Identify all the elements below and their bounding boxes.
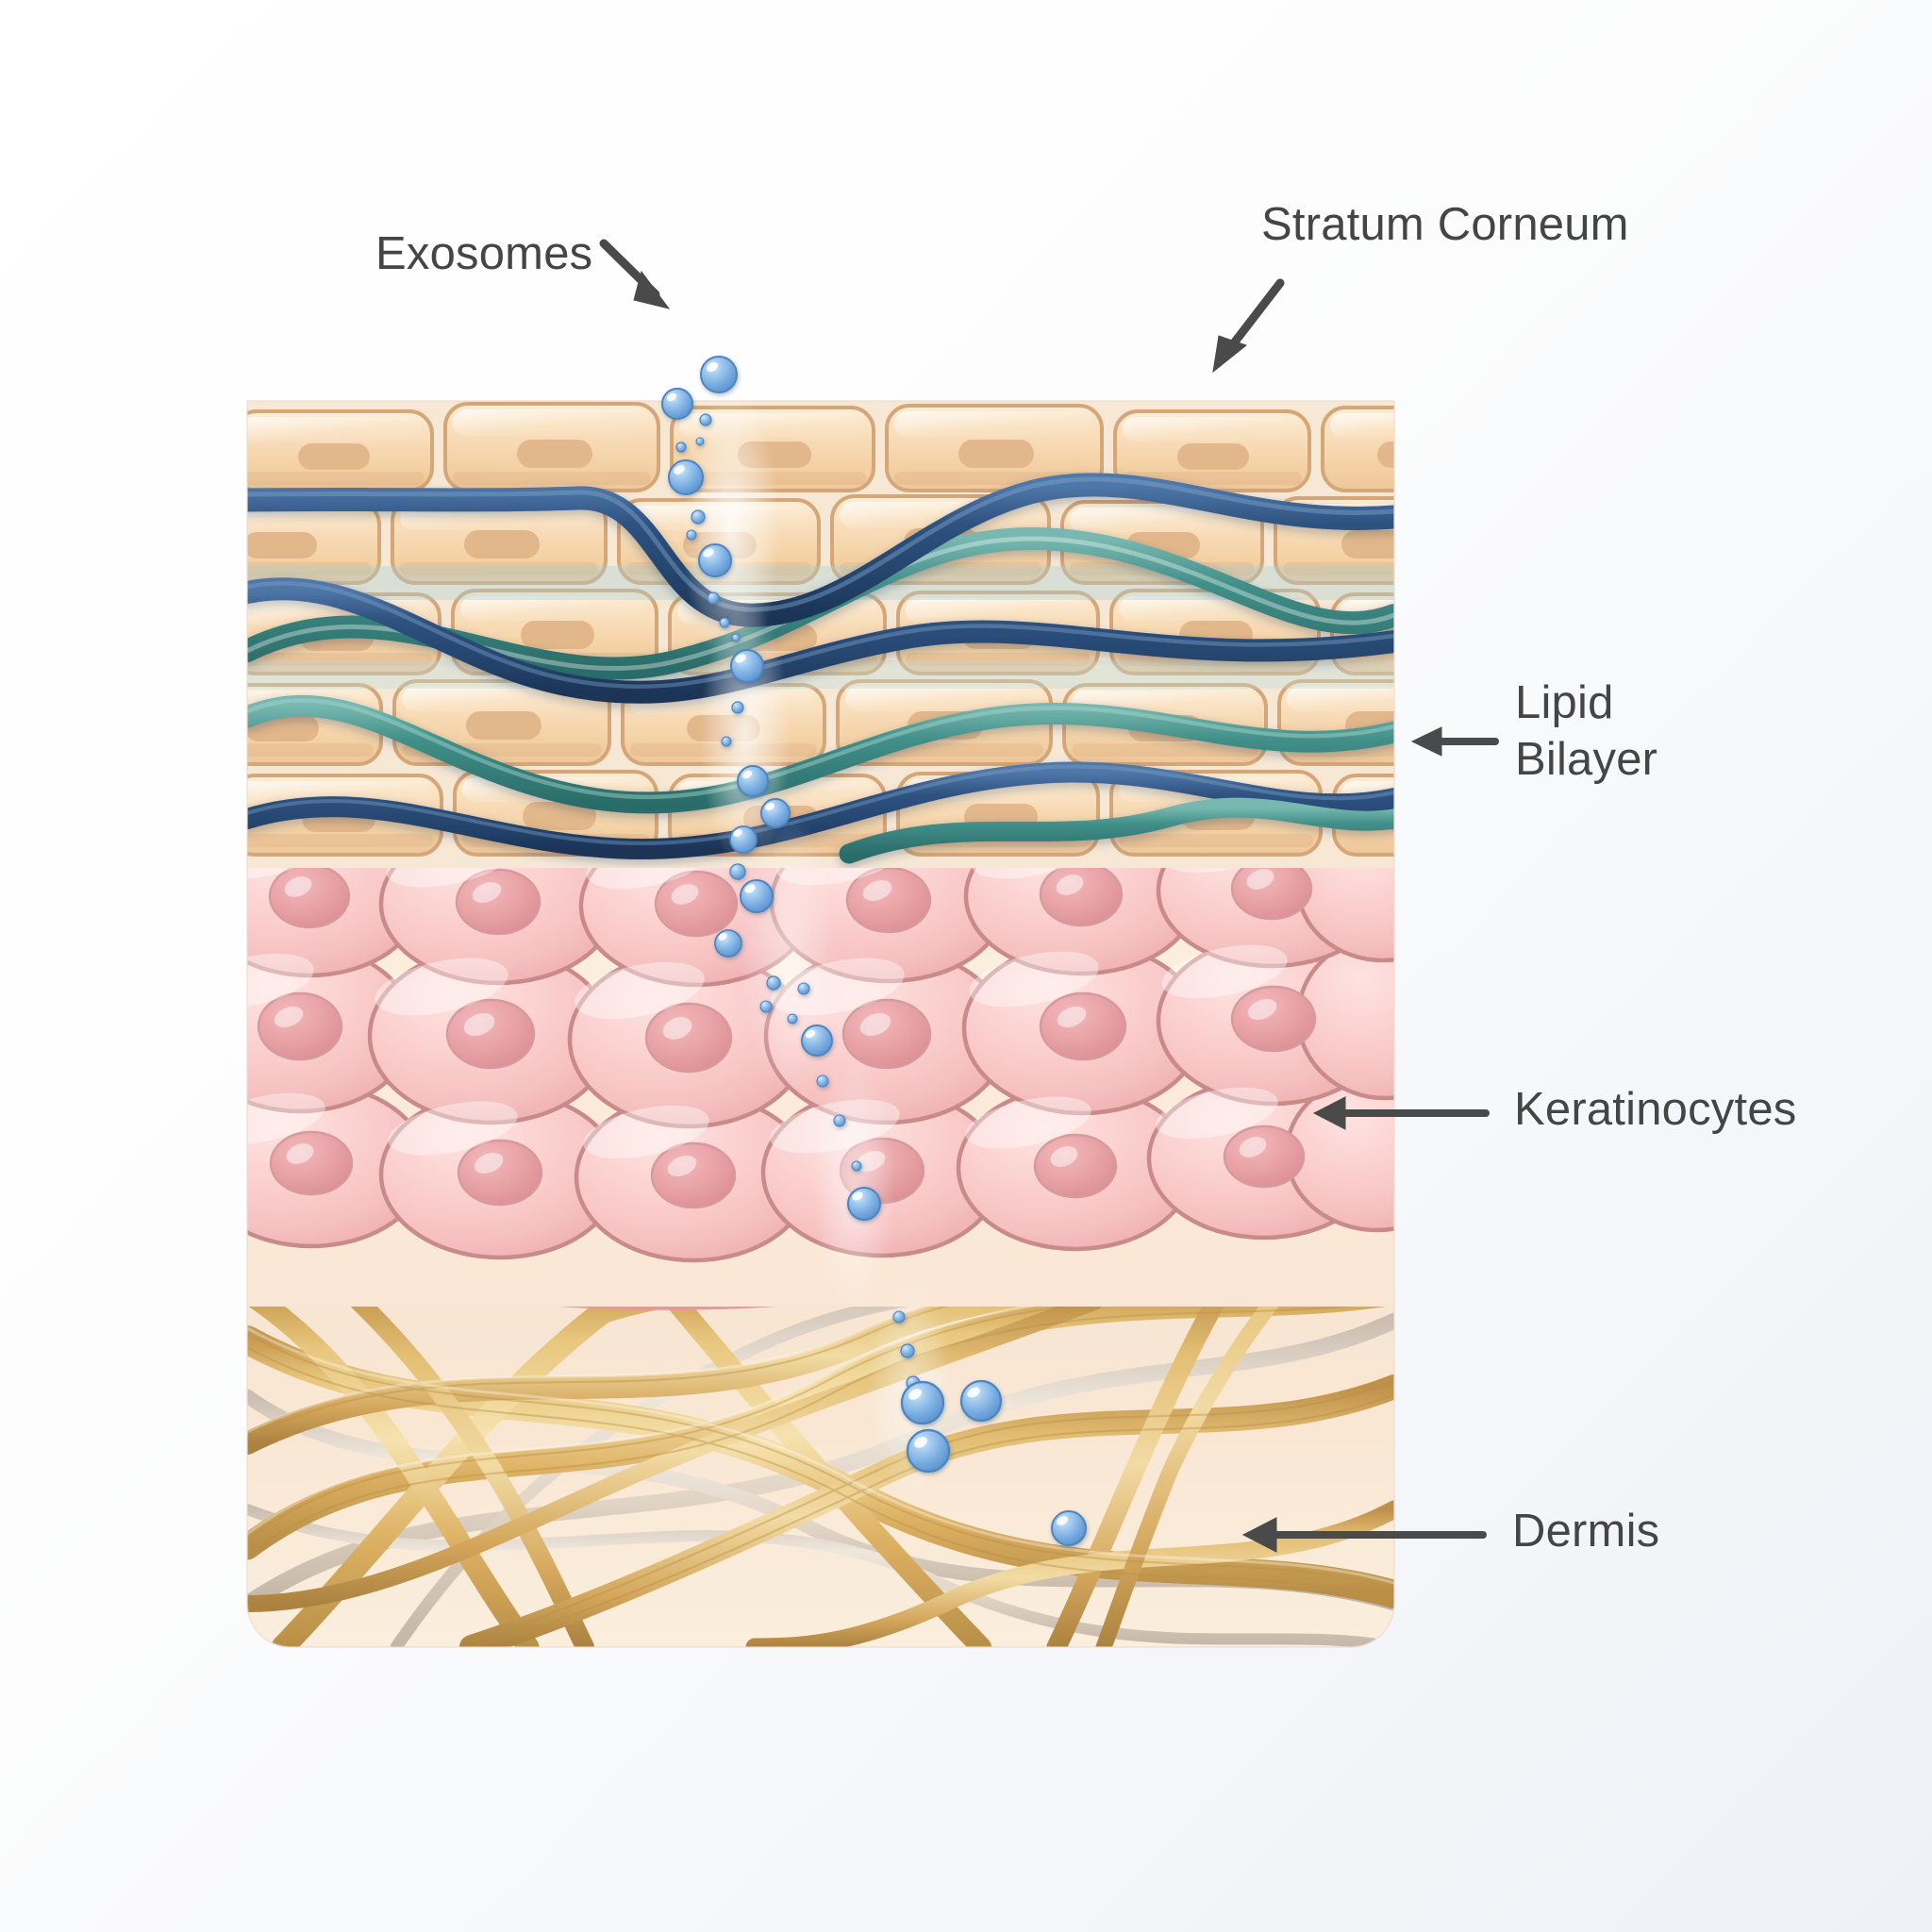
exosomes-arrow <box>599 239 671 309</box>
exosome-highlights <box>666 361 1068 1525</box>
panel-outline <box>246 400 1395 1648</box>
label-stratum-corneum: Stratum Corneum <box>1261 199 1629 250</box>
label-lipid-bilayer-line2: Bilayer <box>1515 733 1658 785</box>
label-dermis: Dermis <box>1512 1506 1660 1557</box>
label-lipid-bilayer: Lipid Bilayer <box>1515 675 1657 789</box>
label-exosomes: Exosomes <box>375 228 593 279</box>
label-keratinocytes: Keratinocytes <box>1514 1084 1797 1135</box>
dermis-arrow <box>1241 1517 1487 1553</box>
stratum-corneum-arrow <box>1212 278 1285 374</box>
skin-panel <box>247 401 1394 1647</box>
keratinocytes-arrow <box>1312 1096 1490 1130</box>
exosome-particles <box>661 356 1087 1546</box>
label-lipid-bilayer-line1: Lipid <box>1515 677 1614 728</box>
annotation-arrows <box>599 239 1499 1553</box>
lipid-bilayer-arrow <box>1410 726 1499 757</box>
